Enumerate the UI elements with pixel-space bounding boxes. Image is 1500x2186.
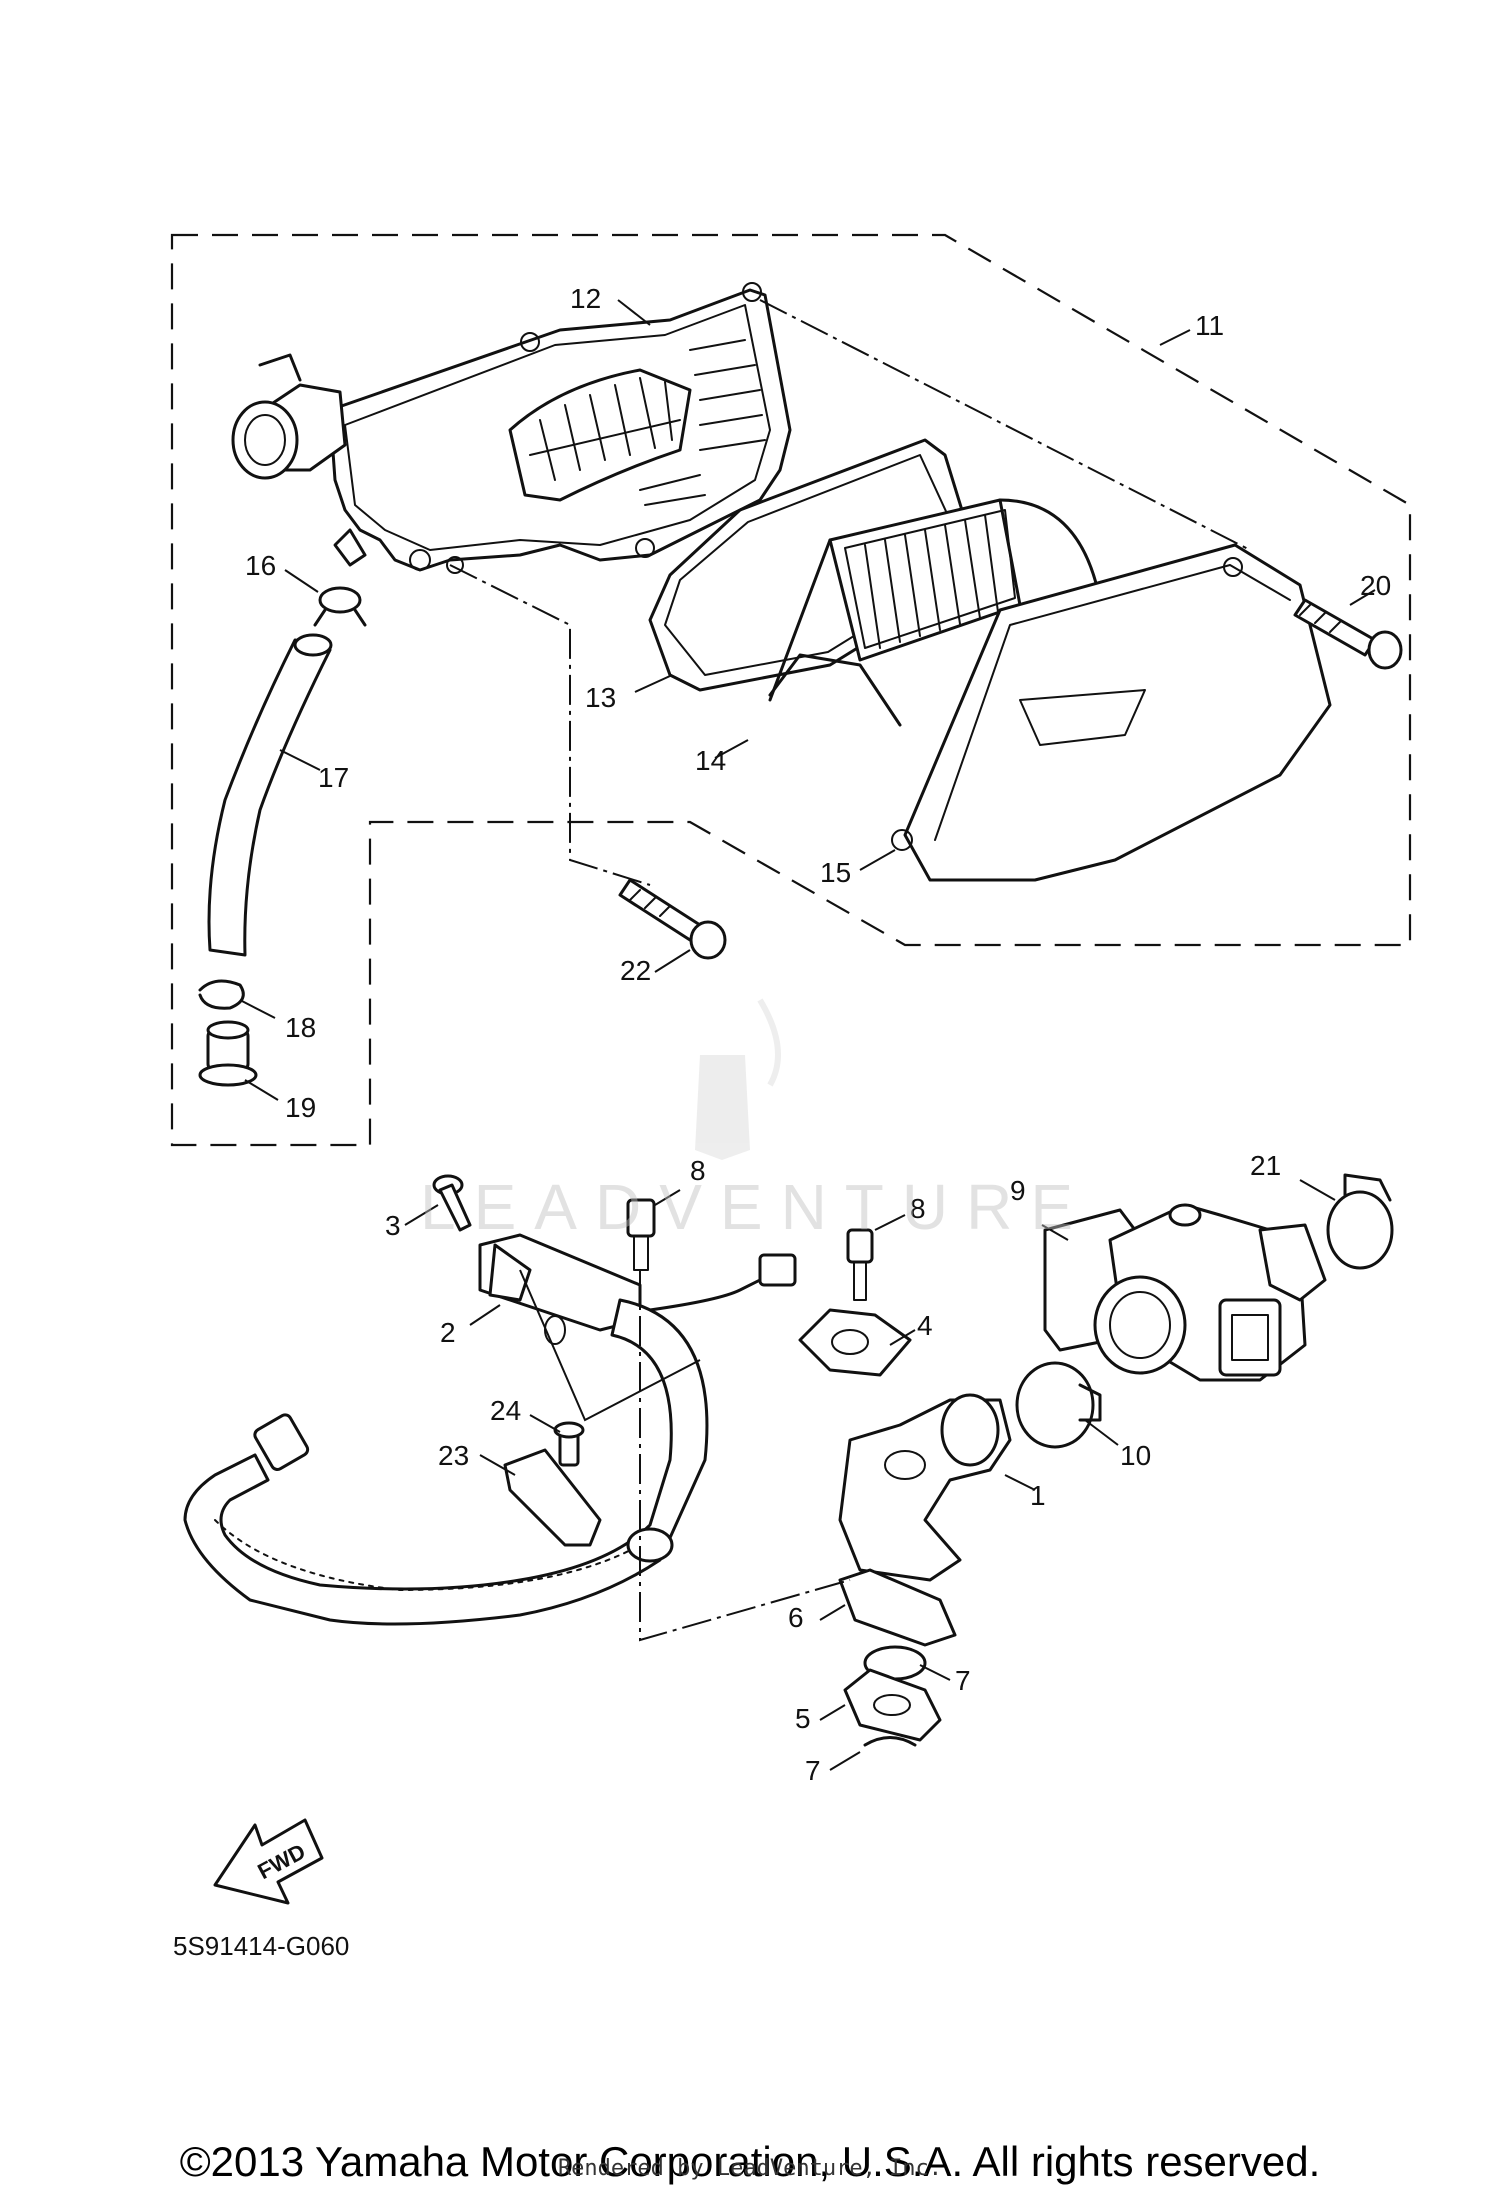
air-filter-case [231,282,792,574]
callout-16: 16 [245,550,276,581]
bolt-24 [553,1421,585,1467]
callout-13: 13 [585,682,616,713]
callout-9: 9 [1010,1175,1026,1206]
bolt-8b [846,1228,874,1301]
bolt-3 [432,1174,472,1232]
throttle-body [1043,1203,1327,1382]
callout-18: 18 [285,1012,316,1043]
callout-15: 15 [820,857,851,888]
ring-clip [198,979,245,1010]
callout-7b: 7 [805,1755,821,1786]
callout-7a: 7 [955,1665,971,1696]
callout-8a: 8 [690,1155,706,1186]
watermark-text: LEADVENTURE [420,1171,1091,1243]
insulator [838,1568,957,1647]
callout-1: 1 [1030,1480,1046,1511]
fuel-hose [183,1298,709,1626]
drain-hose [207,633,333,957]
case-screw [618,878,727,960]
callout-4: 4 [917,1310,933,1341]
callout-3: 3 [385,1210,401,1241]
o-ring-lower [863,1736,917,1747]
joint-flange [798,1308,912,1377]
copyright-notice: ©2013 Yamaha Motor Corporation, U.S.A. A… [179,2138,1321,2185]
diagram-code: 5S91414-G060 [173,1931,349,1961]
intake-clamp [1326,1173,1394,1270]
callout-11: 11 [1195,310,1224,341]
callout-23: 23 [438,1440,469,1471]
callout-20: 20 [1360,570,1391,601]
callout-22: 22 [620,955,651,986]
bolt-8a [626,1198,656,1271]
throttle-clamp [1015,1361,1102,1449]
rendered-by-notice: Rendered by LeadVenture, Inc. [557,2156,943,2181]
element-seal [648,438,967,692]
intake-manifold [838,1393,1012,1582]
callout-8b: 8 [910,1193,926,1224]
callout-6: 6 [788,1602,804,1633]
callout-10: 10 [1120,1440,1151,1471]
watermark-logo [695,998,781,1160]
callout-5: 5 [795,1703,811,1734]
callout-24: 24 [490,1395,521,1426]
callout-17: 17 [318,762,349,793]
fwd-arrow-icon: FWD [213,1818,324,1905]
callout-21: 21 [1250,1150,1281,1181]
callout-12: 12 [570,283,601,314]
manifold-flange [843,1668,942,1742]
hose-clip [313,586,367,627]
air-filter-cover [891,543,1332,882]
callout-19: 19 [285,1092,316,1123]
callout-14: 14 [695,745,726,776]
callout-2: 2 [440,1317,456,1348]
hose-clamp-23 [503,1448,602,1547]
drain-plug [198,1020,258,1087]
cover-screw [1293,598,1403,670]
air-cleaner-boundary [170,233,1412,1147]
